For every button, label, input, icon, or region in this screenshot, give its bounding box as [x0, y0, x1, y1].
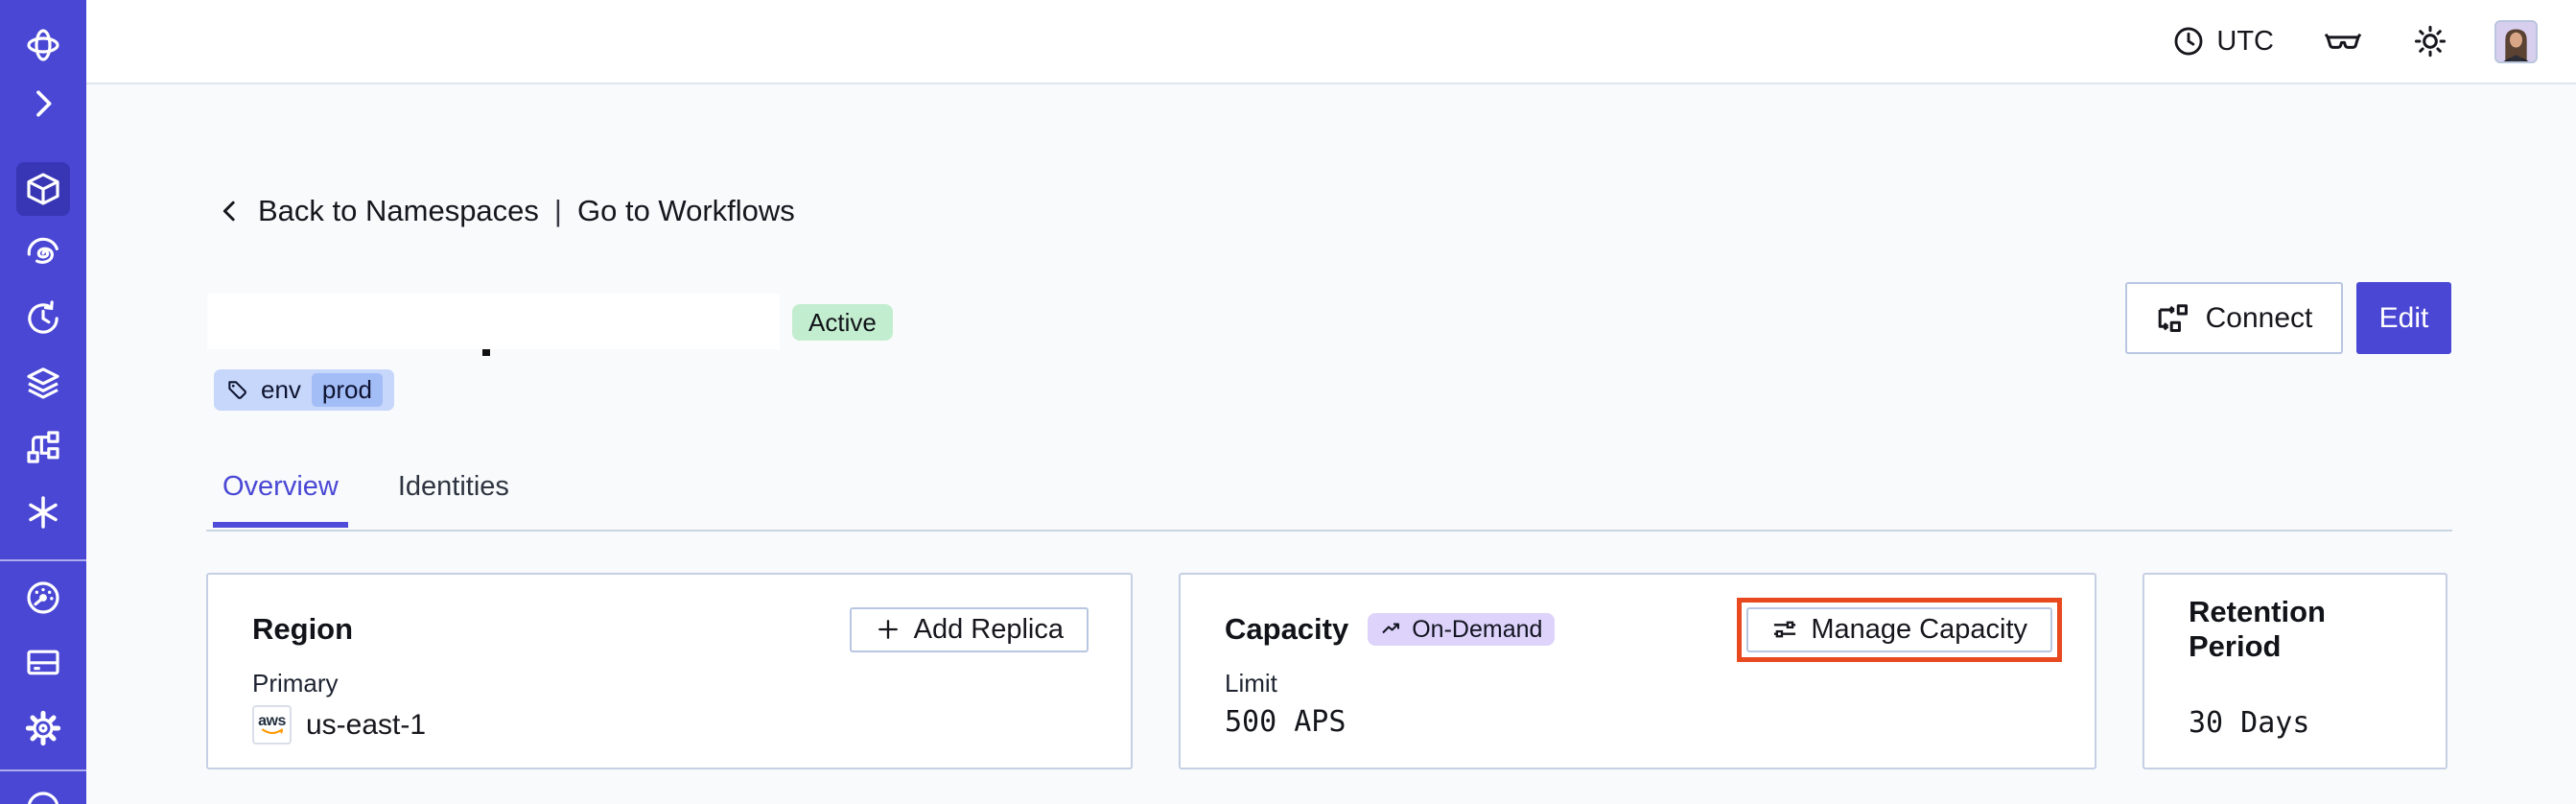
region-card-title: Region [252, 612, 354, 646]
tag-value: prod [311, 373, 383, 407]
breadcrumb: Back to Namespaces | Go to Workflows [216, 194, 795, 228]
add-replica-button[interactable]: Add Replica [849, 606, 1089, 652]
usage-gauge-icon [27, 581, 59, 614]
user-avatar[interactable] [2494, 19, 2538, 63]
theme-toggle[interactable] [2412, 23, 2448, 59]
plus-icon [878, 620, 898, 639]
tab-bar-divider [206, 530, 2452, 532]
trending-up-icon [1382, 623, 1400, 634]
sidebar-item-settings[interactable] [16, 701, 70, 755]
region-card: Region Add Replica Primary aws us-east-1 [206, 573, 1133, 769]
sliders-icon [1774, 621, 1796, 638]
retention-card-title: Retention Period [2189, 595, 2326, 663]
topbar: UTC [86, 0, 2576, 84]
sidebar-item-profile[interactable] [16, 781, 70, 804]
aws-smile-icon [261, 728, 283, 734]
retention-card: Retention Period 30 Days [2143, 573, 2447, 769]
sidebar-item-deployments[interactable] [16, 356, 70, 410]
sidebar-item-billing[interactable] [16, 635, 70, 689]
temporal-logo[interactable] [16, 18, 70, 72]
overview-cards: Region Add Replica Primary aws us-east-1 [206, 573, 2447, 769]
sidebar-divider [0, 559, 86, 561]
clock-icon [2174, 27, 2203, 56]
schedules-clock-icon [28, 300, 59, 334]
tab-overview[interactable]: Overview [213, 466, 348, 528]
avatar-image [2496, 21, 2536, 61]
breadcrumb-back-link[interactable]: Back to Namespaces [258, 194, 539, 227]
annotation-highlight-box: Manage Capacity [1737, 597, 2062, 662]
sidebar-item-schedules[interactable] [16, 292, 70, 345]
primary-label: Primary [252, 669, 339, 698]
on-demand-label: On-Demand [1412, 615, 1543, 643]
capacity-value: 500 APS [1225, 705, 1347, 739]
deployments-layers-icon [27, 367, 59, 399]
sidebar-item-workflows[interactable] [16, 226, 70, 280]
tab-identities[interactable]: Identities [397, 471, 509, 502]
profile-circle-icon [27, 792, 59, 804]
namespaces-cube-icon [27, 173, 59, 205]
capacity-card: Capacity On-Demand Manage Ca [1179, 573, 2096, 769]
sidebar-divider [0, 769, 86, 771]
connect-label: Connect [2205, 301, 2313, 334]
nexus-asterisk-icon [29, 496, 58, 529]
capacity-card-title: Capacity [1225, 612, 1349, 646]
timezone-selector[interactable]: UTC [2172, 25, 2274, 58]
sun-icon [2414, 25, 2447, 58]
sidebar-expand-chevron-icon[interactable] [16, 77, 70, 130]
tag-icon [228, 380, 246, 399]
tag-key: env [261, 375, 301, 404]
namespace-name-redacted [207, 294, 780, 349]
namespace-tag-chip[interactable]: env prod [214, 369, 394, 411]
breadcrumb-separator: | [553, 194, 562, 227]
region-value: us-east-1 [306, 708, 427, 741]
redacted-text-artifact [482, 349, 490, 356]
edit-button[interactable]: Edit [2356, 282, 2451, 354]
sidebar-item-namespaces[interactable] [16, 162, 70, 216]
manage-capacity-button[interactable]: Manage Capacity [1746, 606, 2052, 652]
manage-capacity-label: Manage Capacity [1811, 613, 2027, 645]
retention-value: 30 Days [2189, 706, 2310, 740]
sidebar-item-batch-operations[interactable] [16, 420, 70, 474]
connect-button[interactable]: Connect [2125, 282, 2343, 354]
sidebar-item-nexus[interactable] [16, 485, 70, 539]
sidebar-item-usage[interactable] [16, 571, 70, 625]
workflows-spiral-icon [27, 237, 59, 264]
add-replica-label: Add Replica [913, 613, 1064, 645]
on-demand-badge: On-Demand [1368, 613, 1556, 646]
limit-label: Limit [1225, 669, 1277, 698]
labs-toggle[interactable] [2324, 22, 2362, 60]
glasses-icon [2324, 33, 2362, 49]
tab-bar: Overview Identities [213, 466, 559, 528]
aws-logo-text: aws [258, 712, 286, 729]
main-content: Back to Namespaces | Go to Workflows Act… [86, 86, 2576, 804]
timezone-label: UTC [2216, 25, 2274, 57]
sidebar [0, 0, 86, 804]
settings-gear-icon [25, 710, 61, 746]
status-badge: Active [792, 304, 893, 341]
breadcrumb-workflows-link[interactable]: Go to Workflows [576, 194, 795, 227]
chevron-left-icon[interactable] [216, 197, 245, 225]
aws-logo: aws [252, 705, 292, 745]
billing-card-icon [27, 650, 59, 675]
batch-branch-icon [27, 431, 59, 463]
header-actions: Connect Edit [2125, 282, 2451, 354]
connect-flow-icon [2158, 303, 2188, 332]
